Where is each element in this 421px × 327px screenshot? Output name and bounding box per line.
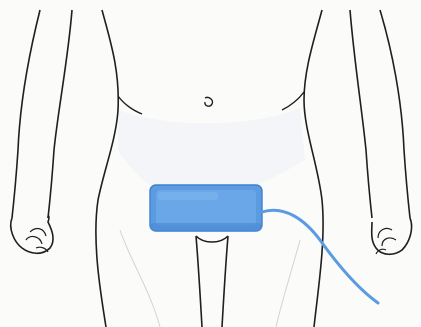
torso-left-contour <box>96 10 118 327</box>
left-arm-inner-line <box>48 10 72 218</box>
right-arm-inner-line <box>350 10 372 218</box>
right-hand-fingers <box>376 228 396 254</box>
torso-right-contour <box>304 10 323 327</box>
electrode-cable <box>262 210 378 303</box>
left-leg-shade <box>120 230 160 327</box>
groin-curve <box>196 236 228 242</box>
left-waist-crease <box>118 96 142 114</box>
right-waist-crease <box>282 92 304 110</box>
left-hand-fingers <box>26 229 48 252</box>
navel-icon <box>205 97 213 106</box>
left-leg-inner-line <box>196 236 202 327</box>
right-leg-inner-line <box>222 236 228 327</box>
left-hand-outline <box>11 216 53 253</box>
right-leg-shade <box>276 240 300 327</box>
electrode-pad-icon <box>150 185 262 231</box>
right-arm-outer-line <box>380 10 410 218</box>
left-arm-outer-line <box>12 10 40 218</box>
